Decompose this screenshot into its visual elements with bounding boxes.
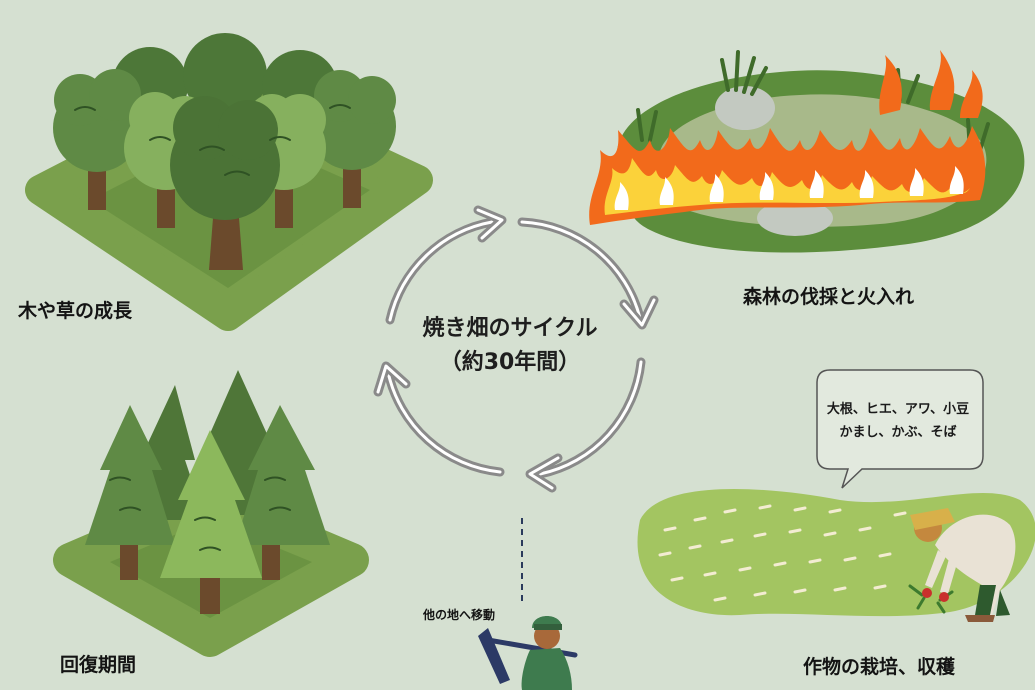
label-burning: 森林の伐採と火入れ [743, 286, 915, 308]
crop-list-line-2: かまし、かぶ、そば [839, 425, 957, 440]
cycle-arrow-top-left [385, 205, 507, 325]
cycle-title-duration: （約30年間） [439, 350, 581, 375]
farmer-figure [908, 508, 1016, 622]
label-growth: 木や草の成長 [18, 300, 133, 322]
forest-illustration [25, 33, 433, 331]
cycle-arrows [373, 205, 659, 493]
burning-field-illustration [589, 50, 1025, 253]
cycle-title: 焼き畑のサイクル （約30年間） [360, 312, 660, 380]
label-cultivation: 作物の栽培、収穫 [803, 656, 956, 678]
crop-list: 大根、ヒエ、アワ、小豆 かまし、かぶ、そば [812, 398, 984, 444]
cycle-arrow-top-right [517, 217, 659, 330]
label-move: 他の地へ移動 [423, 608, 496, 622]
crop-list-line-1: 大根、ヒエ、アワ、小豆 [826, 402, 970, 417]
cycle-title-main: 焼き畑のサイクル [422, 316, 598, 341]
traveler-figure [478, 616, 578, 690]
label-recovery: 回復期間 [60, 654, 137, 676]
cycle-arrow-bottom-right [525, 357, 646, 493]
speech-bubble [816, 369, 984, 489]
cycle-arrow-bottom-left [373, 361, 505, 477]
recovery-forest-illustration [53, 370, 369, 657]
